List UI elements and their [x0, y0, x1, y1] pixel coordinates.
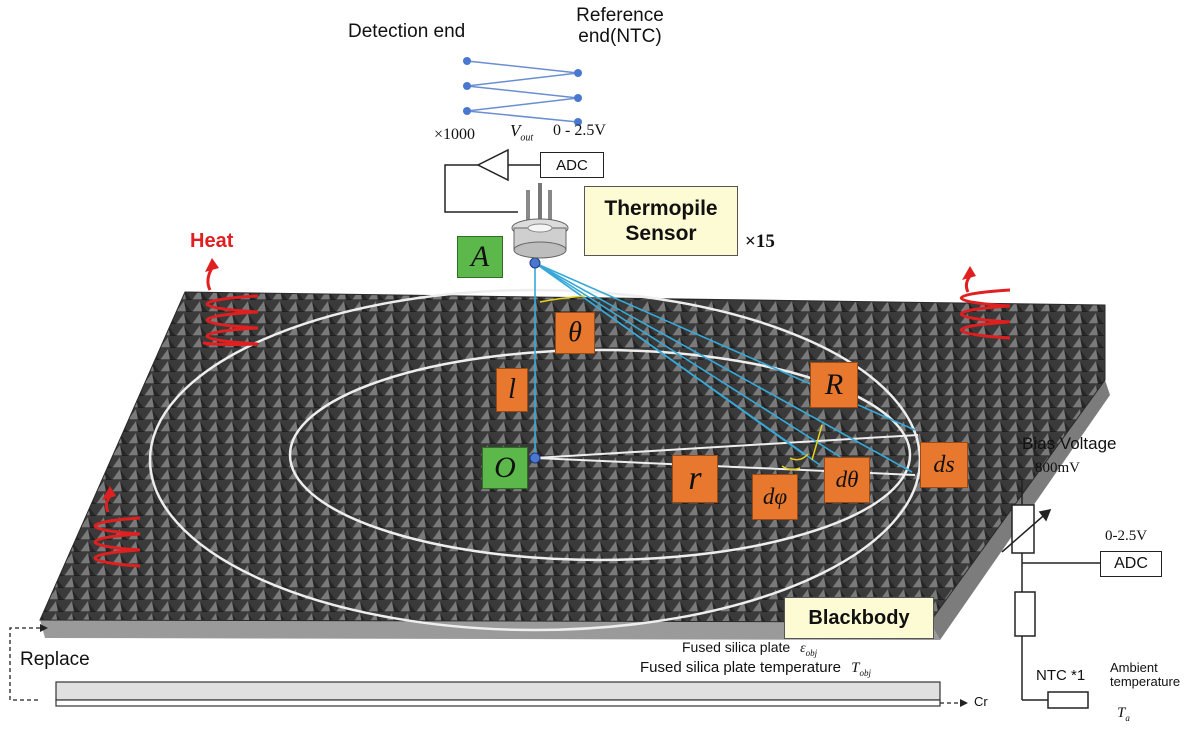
reference-end-label: Reference end(NTC)	[576, 5, 664, 47]
range-top-label: 0 - 2.5V	[553, 122, 606, 139]
replace-arrows	[9, 627, 960, 704]
heat-waves	[93, 258, 1011, 568]
plate-temperature-label: Fused silica plate temperature Tobj	[640, 659, 871, 678]
point-o-box: O	[482, 447, 528, 489]
fused-silica-bar	[55, 681, 941, 707]
heat-label: Heat	[190, 230, 234, 252]
thermocouple-zigzag	[463, 57, 582, 126]
potentiometer-icon	[1011, 504, 1035, 554]
amplifier-triangle-icon	[476, 148, 509, 182]
theta-box: θ	[555, 312, 595, 354]
cr-label: Cr	[974, 694, 988, 709]
heat-wave-left-bottom-icon	[93, 516, 141, 568]
amplifier-circuit	[444, 148, 540, 213]
times15-label: ×15	[745, 231, 775, 252]
gain-label: ×1000	[434, 126, 476, 143]
dphi-box: dφ	[752, 474, 798, 520]
sensor-device-icon	[511, 183, 569, 259]
replace-label: Replace	[20, 649, 90, 670]
point-a-box: A	[457, 236, 503, 278]
ambient-temperature-label: Ambient temperature	[1110, 660, 1181, 690]
plate-emissivity-label: Fused silica plate εobj	[682, 639, 818, 658]
adc-right-box: ADC	[1100, 551, 1162, 577]
ntc-label: NTC *1	[1036, 667, 1086, 684]
inner-ellipse	[288, 348, 912, 562]
bias-circuit	[1001, 480, 1100, 709]
vout-label: Vout	[510, 121, 534, 144]
l-box: l	[496, 368, 528, 412]
range-right-label: 0-2.5V	[1105, 528, 1148, 544]
bias-mv-label: 800mV	[1035, 460, 1080, 476]
blackbody-box: Blackbody	[784, 597, 934, 639]
ds-box: ds	[920, 442, 968, 488]
resistor-icon	[1014, 591, 1036, 637]
point-a-dot	[529, 257, 541, 269]
ntc-resistor-icon	[1047, 691, 1089, 709]
adc-top-box: ADC	[540, 152, 604, 178]
angle-arcs	[539, 295, 823, 471]
dtheta-box: dθ	[824, 457, 870, 503]
bias-voltage-label: Bias Voltage	[1022, 434, 1117, 453]
r-small-box: r	[672, 455, 718, 503]
thermopile-sensor-box: Thermopile Sensor	[584, 186, 738, 256]
r-big-box: R	[810, 362, 858, 408]
heat-wave-right-icon	[959, 288, 1011, 340]
detection-end-label: Detection end	[348, 21, 466, 42]
point-o-dot	[529, 452, 541, 464]
heat-wave-left-top-icon	[202, 294, 259, 347]
ta-label: Ta	[1117, 705, 1130, 723]
